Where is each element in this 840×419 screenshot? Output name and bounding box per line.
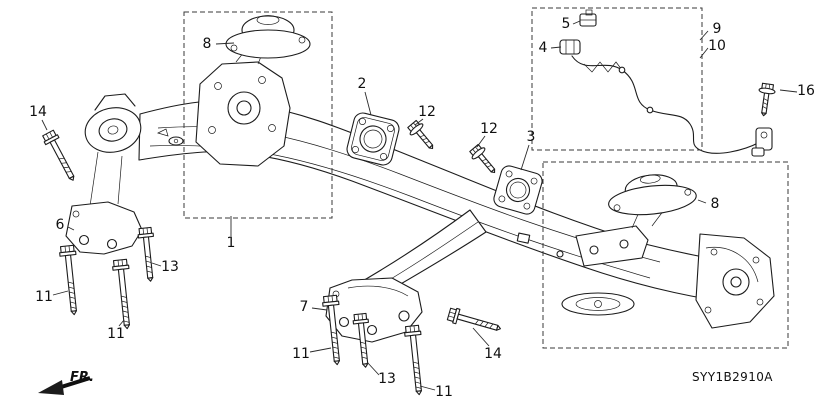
subassembly-box-arm-end	[542, 161, 789, 349]
callout-label-5: 5	[561, 16, 571, 32]
bolt-11-d-drawing	[403, 324, 428, 397]
left-bushing-drawing	[84, 107, 142, 153]
callout-label-16: 16	[797, 83, 815, 99]
leader-line-8	[215, 42, 235, 45]
callout-label-11: 11	[292, 346, 310, 362]
leader-lines	[41, 20, 798, 391]
leader-line-2	[364, 91, 372, 116]
callout-label-4: 4	[538, 40, 548, 56]
callout-label-9: 9	[712, 21, 722, 37]
leader-line-6	[67, 226, 75, 231]
leader-line-5	[572, 20, 581, 25]
leader-line-14	[41, 119, 48, 131]
callout-label-7: 7	[299, 299, 309, 315]
subassembly-box-harness	[531, 7, 703, 151]
leader-line-12	[414, 118, 424, 126]
leader-line-10	[699, 47, 709, 59]
bolt-16-drawing	[755, 82, 777, 118]
bolt-11-a-drawing	[58, 244, 83, 317]
leader-line-8	[697, 199, 707, 204]
callout-label-10: 10	[708, 38, 726, 54]
leader-line-9	[699, 30, 709, 41]
leader-line-14	[472, 327, 490, 347]
bolt-14-left-drawing	[40, 128, 81, 185]
bracket-6-drawing	[65, 151, 143, 255]
callout-label-11: 11	[107, 326, 125, 342]
upper-mount-left-drawing	[225, 15, 311, 59]
mounting-flange-3-drawing	[493, 165, 543, 215]
leader-line-11	[309, 347, 332, 353]
callout-label-8: 8	[202, 36, 212, 52]
callout-label-11: 11	[35, 289, 53, 305]
bracket-7-drawing	[325, 277, 423, 343]
leader-line-11	[52, 290, 69, 296]
bushing-tab-drawing	[94, 93, 136, 111]
connector-5-drawing	[579, 9, 597, 27]
leader-line-13	[151, 262, 162, 267]
bolt-11-b-drawing	[111, 258, 136, 331]
fr-arrow	[38, 376, 91, 395]
leader-line-12	[476, 135, 486, 148]
connector-4-drawing	[559, 39, 581, 55]
upper-mount-right-drawing	[608, 174, 697, 216]
arm-end-drawing	[575, 209, 775, 329]
callout-label-2: 2	[357, 76, 367, 92]
bolt-14-bottom-drawing	[446, 306, 504, 337]
diagram-code: SYY1B2910A	[692, 370, 773, 384]
leader-line-3	[520, 144, 530, 171]
callout-label-14: 14	[29, 104, 47, 120]
mounting-flange-2-drawing	[346, 112, 400, 166]
callout-label-13: 13	[161, 259, 179, 275]
callout-label-13: 13	[378, 371, 396, 387]
knuckle-drawing	[195, 51, 291, 167]
subassembly-box-knuckle	[183, 11, 333, 219]
callout-label-1: 1	[226, 235, 236, 251]
leader-line-16	[779, 89, 798, 93]
fr-direction-label: FR.	[70, 370, 95, 385]
leader-line-13	[366, 361, 380, 376]
leader-line-11	[118, 319, 125, 327]
callout-label-12: 12	[480, 121, 498, 137]
bolt-12-b-drawing	[467, 142, 502, 179]
callout-label-11: 11	[435, 384, 453, 400]
leader-line-4	[550, 46, 562, 49]
bolt-12-a-drawing	[405, 118, 440, 155]
leader-line-11	[419, 385, 436, 391]
abs-harness-drawing	[559, 9, 773, 157]
leader-line-7	[311, 307, 328, 311]
callout-label-3: 3	[526, 129, 536, 145]
callout-label-14: 14	[484, 346, 502, 362]
callout-label-6: 6	[55, 217, 65, 233]
callout-label-12: 12	[418, 104, 436, 120]
bolt-13-a-drawing	[136, 226, 159, 283]
spring-seat-drawing	[561, 292, 635, 316]
callout-label-8: 8	[710, 196, 720, 212]
abs-sensor-drawing	[751, 127, 773, 157]
